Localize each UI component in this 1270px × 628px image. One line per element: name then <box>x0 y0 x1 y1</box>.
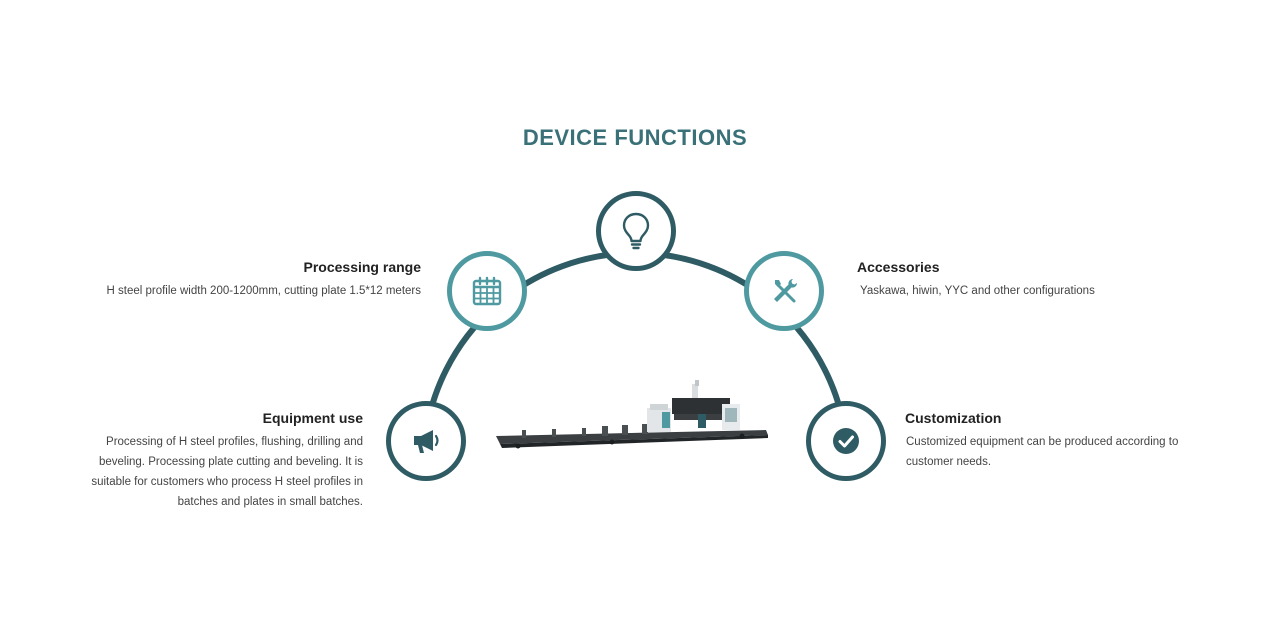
calendar-icon <box>472 276 502 306</box>
check-circle-icon <box>833 428 859 454</box>
accessories-node <box>744 251 824 331</box>
equipment-use-node <box>386 401 466 481</box>
equipment-use-line: suitable for customers who process H ste… <box>91 476 363 488</box>
customization-line: Customized equipment can be produced acc… <box>906 436 1179 448</box>
page-title: DEVICE FUNCTIONS <box>522 125 748 150</box>
customization-node <box>806 401 886 481</box>
customization-heading: Customization <box>905 410 1002 426</box>
processing-range-heading: Processing range <box>303 259 422 275</box>
equipment-use-line: beveling. Processing plate cutting and b… <box>98 456 363 468</box>
lightbulb-icon <box>622 212 650 250</box>
processing-range-node <box>447 251 527 331</box>
tools-icon <box>774 279 797 303</box>
accessories-heading: Accessories <box>857 259 940 275</box>
customization-description: Customized equipment can be produced acc… <box>906 432 1246 472</box>
processing-range-description: H steel profile width 200-1200mm, cuttin… <box>106 285 422 297</box>
laser-cutting-machine-image <box>496 380 768 449</box>
equipment-use-description: Processing of H steel profiles, flushing… <box>40 432 363 512</box>
equipment-use-line: Processing of H steel profiles, flushing… <box>106 436 363 448</box>
lightbulb-node <box>596 191 676 271</box>
equipment-use-heading: Equipment use <box>262 410 363 426</box>
equipment-use-line: batches and plates in small batches. <box>177 496 363 508</box>
megaphone-icon <box>414 430 439 453</box>
accessories-description: Yaskawa, hiwin, YYC and other configurat… <box>860 285 1095 297</box>
customization-line: customer needs. <box>906 456 992 468</box>
